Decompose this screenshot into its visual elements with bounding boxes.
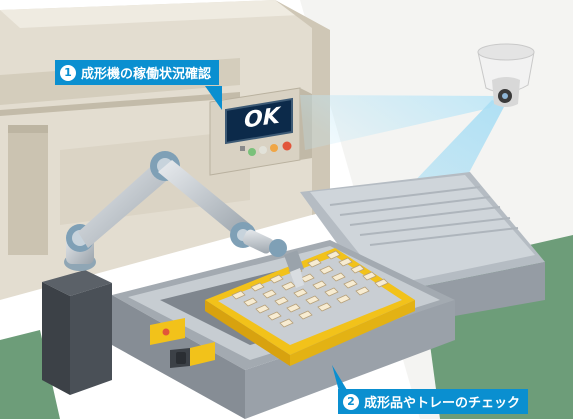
molded-part [355,286,370,296]
molded-part [317,302,332,312]
callout1-pointer [205,86,222,110]
molded-part [326,250,341,260]
molded-part [343,279,358,289]
molded-parts-grid [231,250,389,328]
camera-icon [477,43,535,107]
molded-part [298,310,313,320]
molded-part [269,274,284,284]
molded-part [293,288,308,298]
robot-pedestal [42,270,112,395]
indicator-lamp-icon [259,146,267,154]
molded-part [319,265,334,275]
robot-arm-icon [64,151,304,288]
panel-switch [240,146,245,151]
molded-part [267,311,282,321]
indicator-lamp-icon [270,144,278,152]
molded-part [312,280,327,290]
monitor-ok-text: OK [244,103,282,134]
molded-part [250,282,265,292]
molded-part [336,294,351,304]
molded-part [286,303,301,313]
molded-part [350,264,365,274]
table-control-box [150,318,215,368]
callout2-pointer [332,365,350,395]
molded-part [362,271,377,281]
molded-part [338,257,353,267]
molded-part [305,295,320,305]
callout-machine-status: 1 成形機の稼働状況確認 [55,60,220,85]
molded-part [255,304,270,314]
molded-part [274,296,289,306]
molded-part [262,289,277,299]
callout-label: 成形機の稼働状況確認 [81,67,212,82]
callout-tray-check: 2 成形品やトレーのチェック [338,389,529,414]
callout-number-badge: 1 [60,64,76,81]
molded-part [374,278,389,288]
callout-number-badge: 2 [343,393,359,410]
monitor-screen: OK [225,97,293,145]
molded-part [307,258,322,268]
camera-beam-to-panel [300,95,500,150]
molded-part [324,287,339,297]
molded-part [279,318,294,328]
molded-part [300,273,315,283]
callout-label: 成形品やトレーのチェック [364,396,521,411]
molded-part [281,281,296,291]
molded-part [331,272,346,282]
molded-part [243,297,258,307]
molded-part [231,290,246,300]
indicator-lamp-icon [282,141,292,151]
indicator-lamp-icon [248,148,256,156]
